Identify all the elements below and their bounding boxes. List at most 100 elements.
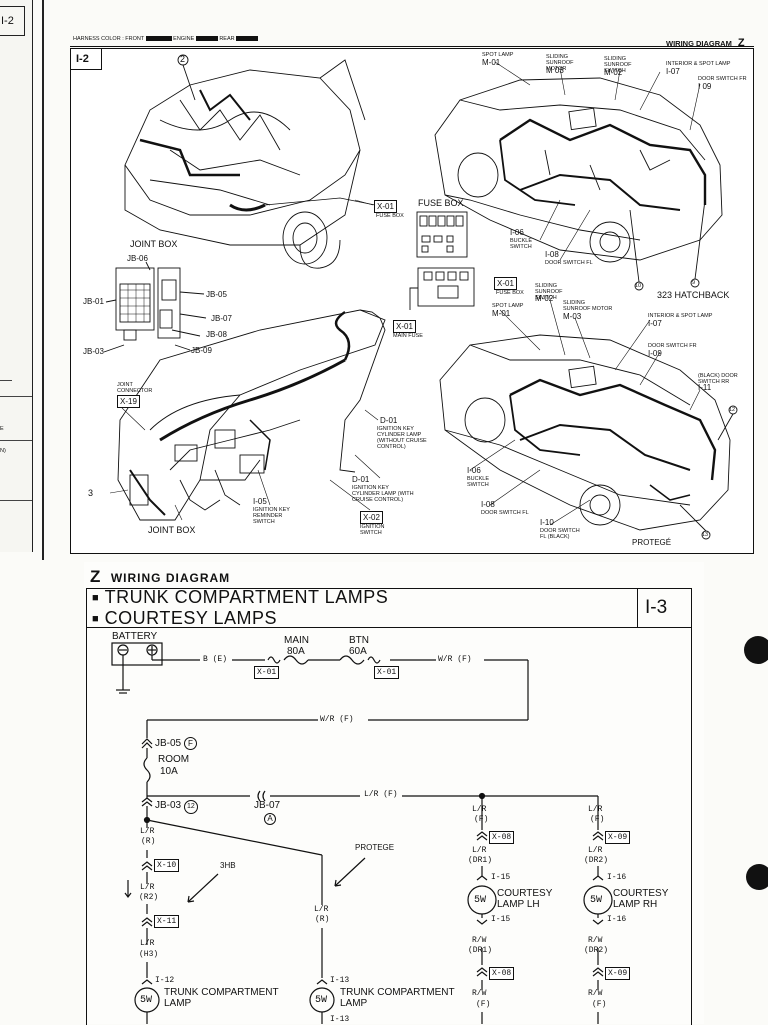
harness-engine-swatch [195, 36, 218, 41]
jb03-name: JB-03 [155, 800, 182, 811]
dashboard-illustration [117, 309, 386, 521]
wire-wr-mid: W/R (F) [320, 715, 354, 724]
bullet-icon: ■ [92, 591, 100, 604]
sedan-illustration [439, 334, 738, 540]
harness-legend: HARNESS COLOR : FRONT ENGINE REAR [73, 35, 259, 42]
lower-section-divider [637, 588, 638, 628]
bullet-icon: ■ [92, 612, 100, 625]
fuse-box-label: FUSE BOX [418, 198, 464, 208]
lh-w1b: (F) [474, 815, 489, 824]
sedan-m01-id: M-01 [492, 309, 511, 318]
fuse-main-tag: X-01 [254, 666, 280, 679]
mid-pin: I-13 [330, 976, 350, 985]
left-c1: X-10 [154, 859, 180, 872]
jb07-label: JB-07 [254, 800, 281, 811]
rh-w1: L/R [588, 805, 603, 814]
fuse-btn-rating: 60A [349, 646, 367, 657]
sedan-i09-id: I-09 [648, 349, 662, 358]
jb-09-label: JB-09 [191, 346, 212, 355]
upper-section-tag: I-2 [71, 49, 102, 70]
upper-title: WIRING DIAGRAM Z [666, 38, 745, 49]
lh-w3: R/W [472, 936, 487, 945]
punch-hole-1 [744, 636, 768, 664]
jb05-label: JB-05 F [155, 737, 197, 750]
room-fuse-rating: 10A [160, 766, 178, 777]
left-w1: L/R [140, 827, 155, 836]
fuse-box2-tag: X-01 [494, 277, 517, 290]
jb-01-label: JB-01 [83, 297, 104, 306]
sedan-m03-id: M-03 [563, 312, 582, 321]
harness-legend-label: HARNESS COLOR : FRONT [73, 35, 145, 42]
lamp-trunk-label2: LAMP [164, 998, 192, 1009]
left-tag-text: I-2 [1, 15, 14, 27]
jb03-pin: 12 [183, 800, 198, 814]
engine-callout-number: 2 [180, 54, 186, 64]
sedan-model-label: PROTEGÉ [632, 538, 672, 547]
upper-title-text: WIRING DIAGRAM [666, 39, 732, 48]
rh-w4: R/W [588, 989, 603, 998]
lh-c2: X-08 [489, 967, 515, 980]
rh-name1: COURTESY [613, 888, 669, 899]
lamp-trunk2-watt: 5W [315, 995, 328, 1006]
lamp-trunk-watt: 5W [140, 995, 153, 1006]
hatch-i07-text: INTERIOR & SPOT LAMP [666, 61, 731, 67]
left-pin: I-12 [155, 976, 175, 985]
hatch-m03-id: M 03 [546, 66, 564, 75]
harness-engine-label: ENGINE [173, 35, 195, 42]
lower-heading-1: ■ TRUNK COMPARTMENT LAMPS [92, 588, 388, 606]
rh-pin: I-16 [607, 873, 627, 882]
hatch-m02-text: SLIDING SUNROOF SWITCH [604, 56, 632, 74]
lower-title-text: WIRING DIAGRAM [110, 571, 231, 585]
rh-c2: X-09 [605, 967, 631, 980]
hatch-i06-text: BUCKLE SWITCH [510, 238, 533, 250]
left-page-gutter [42, 0, 44, 560]
left-mark-1: E [0, 426, 4, 432]
jb03-label: JB-03 12 [155, 800, 198, 814]
left-rule-3 [0, 440, 32, 441]
wire-wr-top: W/R (F) [438, 655, 472, 664]
battery-label: BATTERY [112, 631, 158, 642]
sedan-i06-id: I-06 [467, 466, 481, 475]
hatch-m03-text: SLIDING SUNROOF MOTOR [546, 54, 574, 72]
left-mark-2: N) [0, 448, 6, 454]
upper-illustrations [103, 54, 738, 540]
sedan-i10-id: I-10 [540, 518, 554, 527]
sedan-callout-12: 12 [729, 407, 736, 413]
main-fuse-illustration [409, 267, 475, 310]
sedan-callout-13: 13 [702, 532, 709, 538]
fuse-box-tag: X-01 [374, 200, 397, 213]
lh-w2b: (DR1) [468, 856, 493, 865]
fuse-box-icon [416, 211, 468, 258]
rh-pin2: I-16 [607, 915, 627, 924]
lh-w4b: (F) [476, 1000, 491, 1009]
hatch-m01-id: M-01 [482, 58, 501, 67]
wire-lr-f: L/R (F) [364, 790, 398, 799]
left-tag-box: I-2 [0, 6, 25, 36]
sedan-m01-text: SPOT LAMP [492, 303, 524, 309]
rh-w3: R/W [588, 936, 603, 945]
joint-connector-tag: X-19 [117, 395, 140, 408]
left-w2b: (R2) [139, 893, 159, 902]
hatch-callout-10: 10 [635, 283, 642, 289]
sedan-i09-text: DOOR SWITCH FR [648, 343, 697, 349]
left-w2: L/R [140, 883, 155, 892]
joint-connector-label: JOINT CONNECTOR [117, 382, 153, 394]
fuse-box2-note: FUSE BOX [496, 290, 524, 296]
engine-bay-illustration [124, 54, 376, 269]
dash-d01-b-text: IGNITION KEY CYLINDER LAMP (WITH CRUISE … [352, 485, 414, 503]
hatch-i09-text: DOOR SWITCH FR [698, 76, 747, 82]
upper-diagram-frame [70, 48, 754, 554]
rh-w2b: (DR2) [584, 856, 609, 865]
sedan-m02-id: M-02 [535, 294, 554, 303]
fuse-main-name: MAIN [284, 635, 309, 646]
sedan-i11-text: (BLACK) DOOR SWITCH RR [698, 373, 738, 385]
rh-c1: X-09 [605, 831, 631, 844]
heading-2-text: COURTESY LAMPS [104, 608, 278, 628]
rh-w2: L/R [588, 846, 603, 855]
jb-05-label: JB-05 [206, 290, 227, 299]
fuse-btn-name: BTN [349, 635, 369, 646]
mid-pin2: I-13 [330, 1015, 350, 1024]
sedan-i08-text: DOOR SWITCH FL [481, 510, 529, 516]
dash-callout-number: 3 [88, 488, 94, 498]
sedan-i11-id: I-11 [698, 383, 712, 392]
